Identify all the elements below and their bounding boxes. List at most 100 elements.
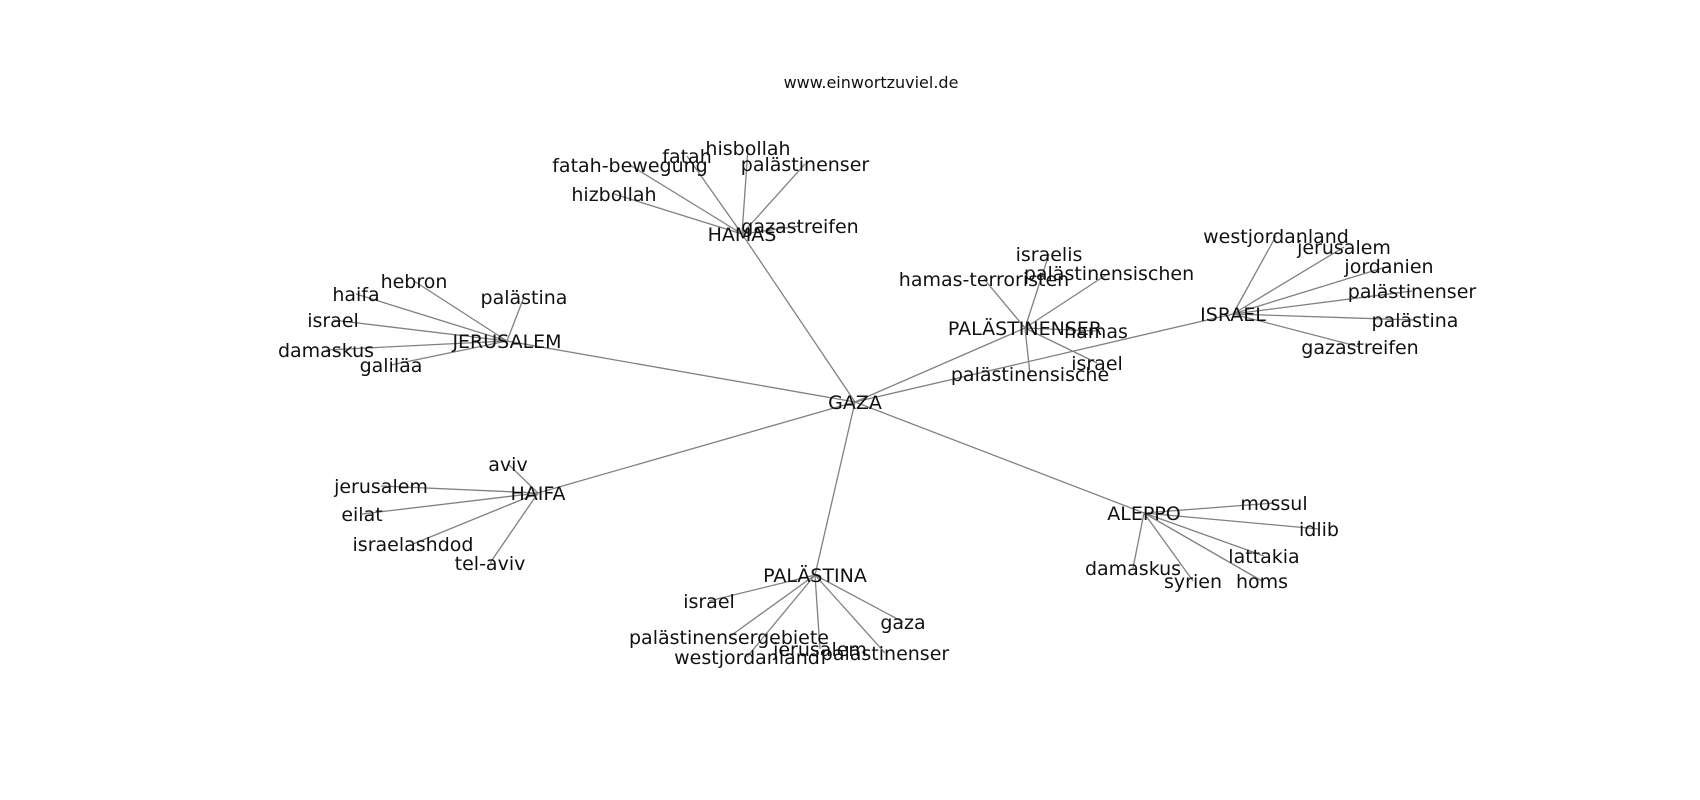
edges-layer <box>325 147 1416 658</box>
edge-hub-leaf <box>413 280 508 342</box>
leaf-node-label: palästinensischen <box>1024 263 1194 285</box>
leaf-node-label: hamas <box>1064 321 1128 343</box>
edge-hub-leaf <box>814 574 904 623</box>
edge-hub-leaf <box>814 574 886 654</box>
leaf-node-label: westjordanland <box>1203 226 1349 248</box>
edge-hub-leaf <box>708 574 816 602</box>
edge-hub-leaf <box>1232 265 1390 315</box>
edge-hub-leaf <box>507 463 539 494</box>
leaf-node-label: westjordanland <box>674 647 820 669</box>
edge-hub-leaf <box>741 225 801 235</box>
hub-node-label: HAMAS <box>708 224 777 246</box>
leaf-node-label: israel <box>683 591 735 613</box>
hub-node-label: PALÄSTINENSER <box>948 317 1102 340</box>
edge-root-hub <box>537 401 856 494</box>
edge-hub-leaf <box>506 296 525 342</box>
leaf-node-label: palästinensergebiete <box>629 627 829 649</box>
leaf-node-label: jerusalem <box>772 639 867 661</box>
leaf-node-label: israelis <box>1016 244 1083 266</box>
leaf-node-label: fatah-bewegung <box>552 155 708 177</box>
edge-root-hub <box>854 401 1145 514</box>
leaf-node-label: lattakia <box>1228 546 1299 568</box>
leaf-node-label: homs <box>1236 571 1288 593</box>
leaf-node-label: gaza <box>880 612 925 634</box>
edge-hub-leaf <box>686 155 743 235</box>
edge-hub-leaf <box>1024 253 1050 329</box>
leaf-node-label: palästinenser <box>821 643 950 665</box>
leaf-node-label: jerusalem <box>333 476 428 498</box>
edge-hub-leaf <box>983 278 1026 329</box>
edge-root-hub <box>854 327 1026 403</box>
leaf-node-label: palästinenser <box>741 154 870 176</box>
edge-hub-leaf <box>1143 512 1265 557</box>
edge-hub-leaf <box>380 485 539 494</box>
edge-hub-leaf <box>1132 512 1145 569</box>
leaf-node-label: aviv <box>488 454 527 476</box>
leaf-node-label: idlib <box>1299 519 1339 541</box>
leaf-node-label: hizbollah <box>571 184 656 206</box>
edge-root-hub <box>854 313 1234 403</box>
root-node-label: GAZA <box>828 392 882 414</box>
edge-hub-leaf <box>629 164 743 235</box>
leaf-node-label: haifa <box>332 284 379 306</box>
edge-hub-leaf <box>1232 246 1345 315</box>
edge-hub-leaf <box>814 574 821 650</box>
leaf-node-label: eilat <box>341 504 382 526</box>
leaf-node-label: israelashdod <box>353 534 474 556</box>
leaf-node-label: tel-aviv <box>455 553 526 575</box>
leaf-node-label: gazastreifen <box>1301 337 1418 359</box>
leaf-node-label: hebron <box>381 271 448 293</box>
labels-layer: GAZAHAMASfatah-bewegungfatahhisbollahpal… <box>278 138 1476 669</box>
edge-root-hub <box>741 233 856 403</box>
hub-node-label: PALÄSTINA <box>763 564 867 587</box>
edge-hub-leaf <box>1024 327 1098 364</box>
edge-hub-leaf <box>741 147 749 235</box>
leaf-node-label: damaskus <box>1085 558 1181 580</box>
edge-hub-leaf <box>412 492 539 545</box>
hub-node-label: ISRAEL <box>1200 304 1266 326</box>
leaf-node-label: palästina <box>1372 310 1459 332</box>
edge-hub-leaf <box>1143 512 1263 582</box>
leaf-node-label: jerusalem <box>1296 237 1391 259</box>
leaf-node-label: mossul <box>1240 493 1307 515</box>
edge-hub-leaf <box>613 193 743 235</box>
hub-node-label: ALEPPO <box>1107 503 1180 525</box>
edge-hub-leaf <box>1024 272 1110 329</box>
leaf-node-label: gazastreifen <box>741 216 858 238</box>
leaf-node-label: palästina <box>481 287 568 309</box>
edge-hub-leaf <box>728 574 816 638</box>
edge-hub-leaf <box>1143 512 1320 530</box>
edge-hub-leaf <box>1024 327 1031 375</box>
site-label: www.einwortzuviel.de <box>784 73 959 92</box>
edge-hub-leaf <box>361 492 539 515</box>
edge-hub-leaf <box>1024 327 1097 332</box>
leaf-node-label: hamas-terroristen <box>899 269 1069 291</box>
leaf-node-label: fatah <box>662 146 711 168</box>
leaf-node-label: syrien <box>1164 571 1222 593</box>
edge-hub-leaf <box>1232 313 1361 348</box>
leaf-node-label: jordanien <box>1343 256 1433 278</box>
edge-hub-leaf <box>1232 313 1416 321</box>
leaf-node-label: galiläa <box>360 355 423 377</box>
leaf-node-label: palästinenser <box>1348 281 1477 303</box>
edge-hub-leaf <box>489 492 539 564</box>
edge-hub-leaf <box>390 340 508 366</box>
edge-hub-leaf <box>746 574 816 658</box>
edge-hub-leaf <box>1143 502 1275 514</box>
edge-hub-leaf <box>1232 235 1277 315</box>
edge-hub-leaf <box>332 319 508 342</box>
edge-hub-leaf <box>355 293 508 342</box>
edge-hub-leaf <box>1143 512 1194 582</box>
leaf-node-label: israel <box>307 310 359 332</box>
edge-root-hub <box>814 401 856 576</box>
hub-node-label: JERUSALEM <box>451 331 561 353</box>
hub-node-label: HAIFA <box>510 483 565 505</box>
edge-hub-leaf <box>741 163 806 235</box>
edge-root-hub <box>506 340 856 403</box>
leaf-node-label: damaskus <box>278 340 374 362</box>
leaf-node-label: israel <box>1071 353 1123 375</box>
edge-hub-leaf <box>1232 290 1413 315</box>
edge-hub-leaf <box>325 340 508 351</box>
leaf-node-label: palästinensische <box>951 364 1109 386</box>
